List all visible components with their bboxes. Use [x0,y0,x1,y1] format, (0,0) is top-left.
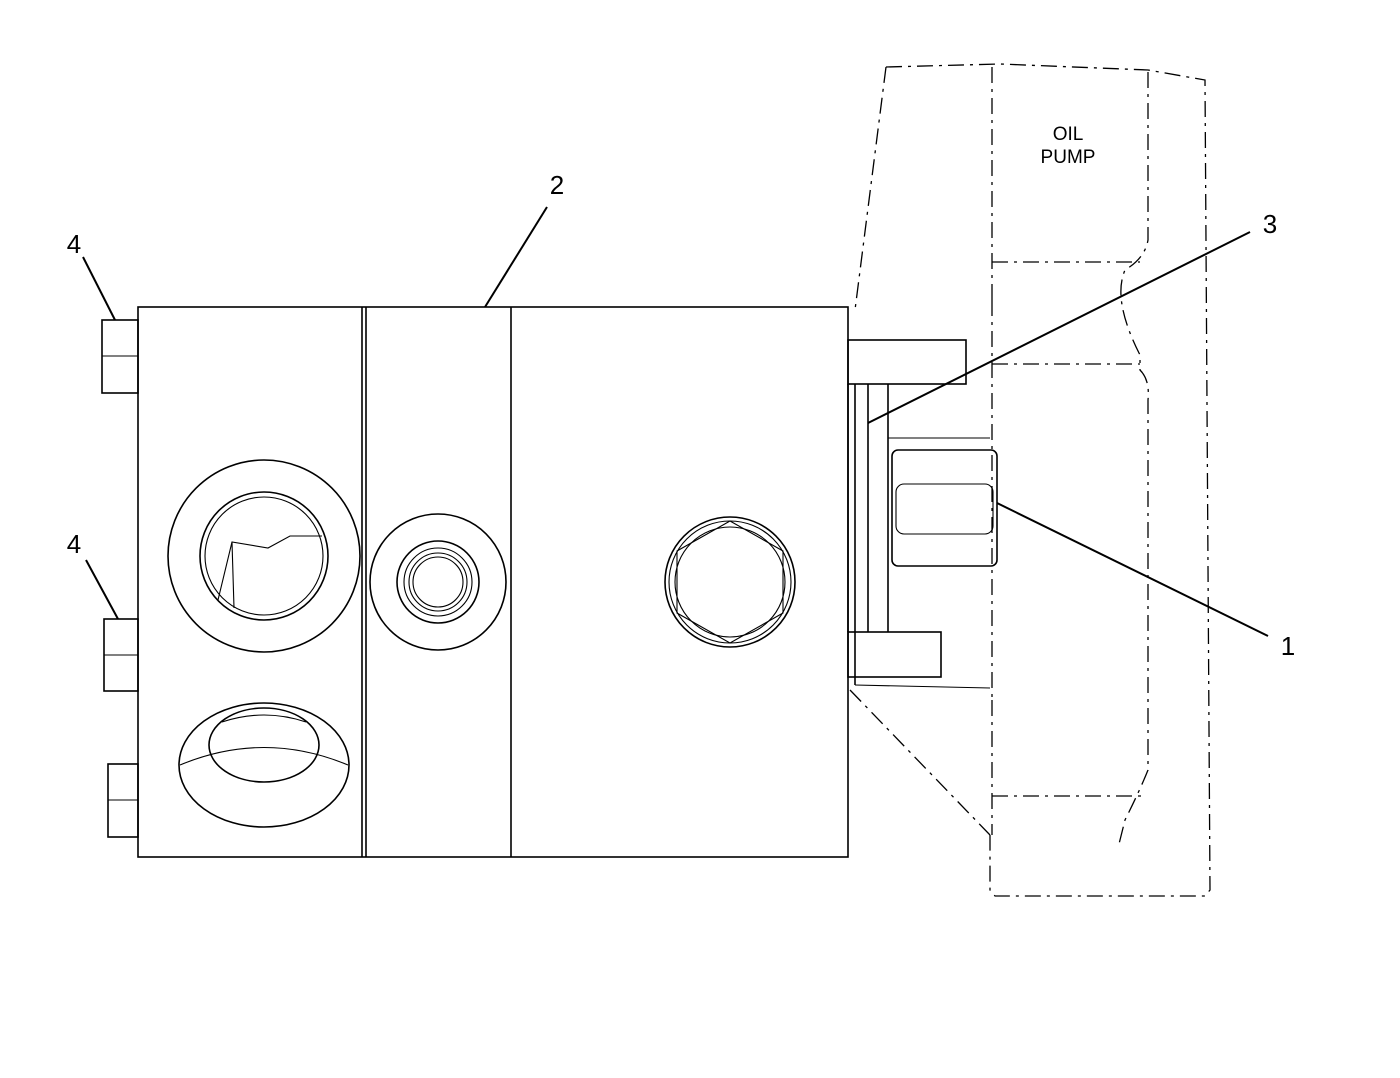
callout-4-lower: 4 [67,529,81,559]
hex-plug [664,516,796,648]
pump-fitting [891,449,998,567]
leader-callout-4b [85,559,119,620]
callout-4-upper: 4 [67,229,81,259]
callout-3: 3 [1263,209,1277,239]
leader-callout-3 [867,231,1251,424]
leader-callout-2 [484,206,548,308]
oil-pump-outline [849,63,1211,897]
oil-pump-label-line1: OIL [1053,124,1084,145]
leader-callout-1 [996,502,1269,637]
callout-1: 1 [1281,631,1295,661]
lower-port-fitting [178,702,350,828]
upper-port-fitting [167,459,361,653]
leader-callout-4a [82,256,116,321]
bolt-upper [101,319,139,394]
bolt-lower [107,763,139,838]
middle-port-fitting [369,513,507,651]
callout-2: 2 [550,170,564,200]
valve-body [137,306,849,858]
bolt-middle [103,618,139,692]
mounting-adapter [847,339,991,689]
oil-pump-label-line2: PUMP [1041,147,1096,168]
